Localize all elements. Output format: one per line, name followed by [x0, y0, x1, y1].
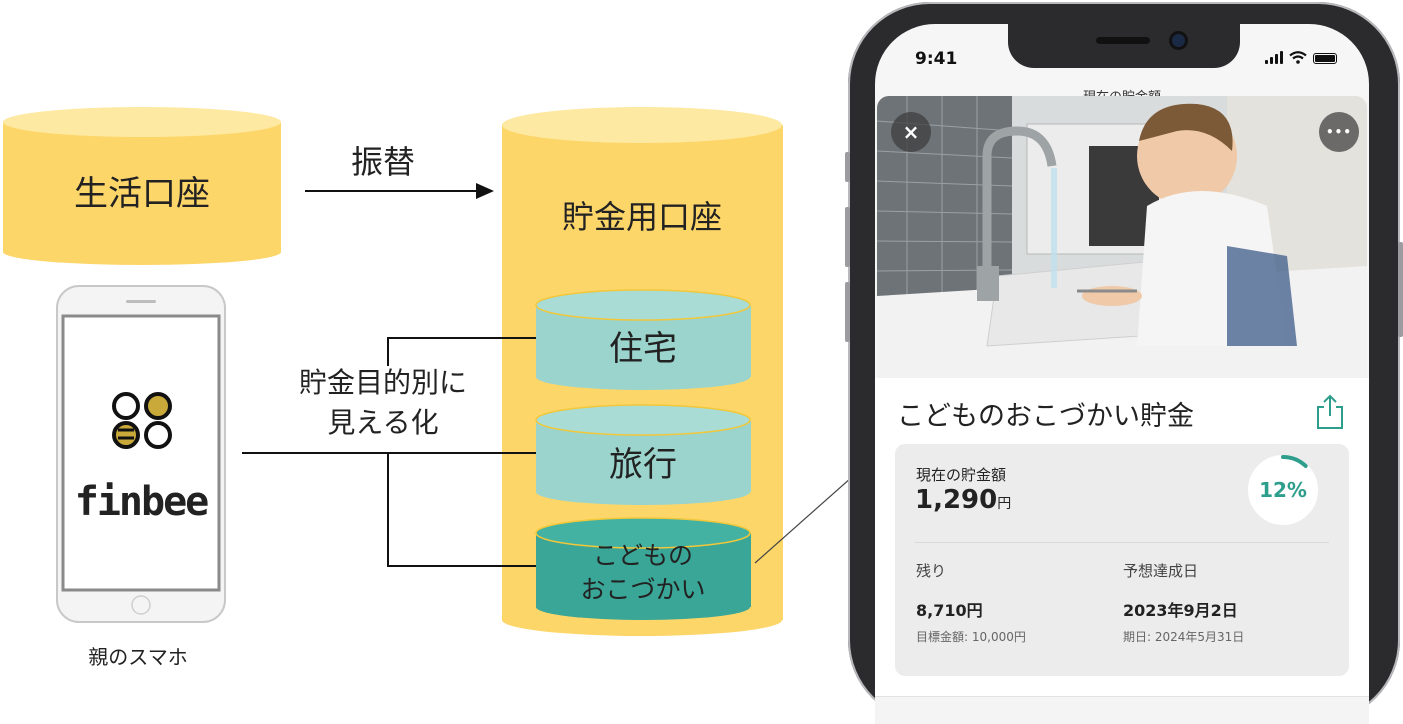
current-savings-label: 現在の貯金額 [916, 466, 1007, 484]
visualize-label-2: 見える化 [327, 406, 438, 439]
visualize-label-1: 貯金目的別に [299, 366, 467, 399]
more-options-button[interactable]: ••• [1319, 112, 1359, 152]
parent-phone-caption: 親のスマホ [88, 645, 187, 669]
forecast-label: 予想達成日 [1123, 562, 1199, 580]
share-icon[interactable] [1315, 394, 1345, 430]
transfer-label: 振替 [351, 143, 415, 181]
wifi-icon [1289, 51, 1307, 64]
target-amount: 目標金額: 10,000円 [916, 630, 1026, 644]
phone-screen: 9:41 現在の貯金額 [875, 24, 1369, 724]
finbee-logo-icon [112, 392, 172, 449]
pot-housing: 住宅 [535, 289, 751, 390]
smartphone-mockup: 9:41 現在の貯金額 [845, 2, 1403, 724]
card-divider [915, 542, 1329, 543]
current-savings-amount: 1,290円 [915, 485, 1011, 515]
goal-title: こどものおこづかい貯金 [897, 401, 1194, 432]
flow-diagram: 生活口座 振替 貯金用口座 住宅 旅行 こどもの おこづかい [3, 107, 850, 669]
mute-switch [845, 152, 850, 182]
deadline-date: 期日: 2024年5月31日 [1123, 630, 1245, 644]
front-camera [1172, 34, 1185, 47]
status-icons [1265, 51, 1337, 64]
kitchen-photo-image [877, 96, 1367, 378]
pot-travel: 旅行 [535, 404, 751, 505]
volume-up-button [845, 207, 850, 267]
current-amount-value: 1,290 [915, 485, 998, 515]
living-account-cylinder: 生活口座 [3, 107, 281, 265]
remaining-label: 残り [916, 562, 947, 580]
progress-text: 12% [1259, 478, 1307, 502]
savings-info-card: 現在の貯金額 1,290円 12% 残り 8,710円 目標金額: 10,000… [895, 444, 1349, 676]
remaining-amount: 8,710円 [916, 601, 983, 620]
pot-kids-allowance: こどもの おこづかい [535, 517, 751, 620]
status-time: 9:41 [915, 49, 958, 69]
parent-phone: finbee [56, 285, 226, 623]
pot-kids-label-2: おこづかい [580, 575, 705, 604]
battery-icon [1313, 53, 1337, 64]
notch [1008, 24, 1240, 68]
finbee-logo-text: finbee [75, 479, 208, 525]
speaker [1096, 37, 1150, 44]
pot-travel-label: 旅行 [609, 445, 677, 485]
signal-icon [1265, 51, 1283, 64]
volume-down-button [845, 282, 850, 342]
currency-unit: 円 [997, 496, 1012, 512]
close-button[interactable]: × [891, 112, 931, 152]
goal-photo: × ••• [877, 96, 1367, 378]
forecast-date: 2023年9月2日 [1123, 601, 1238, 620]
pot-kids-label-1: こどもの [593, 541, 693, 570]
pot-housing-label: 住宅 [609, 329, 677, 369]
connector-lines [242, 337, 850, 567]
power-button [1398, 242, 1403, 337]
bottom-strip [875, 696, 1369, 724]
savings-account-label: 貯金用口座 [562, 198, 722, 236]
progress-ring: 12% [1248, 455, 1318, 525]
transfer-arrow: 振替 [305, 143, 494, 199]
goal-detail-panel: こどものおこづかい貯金 現在の貯金額 1,290円 12% 残り 8,71 [875, 378, 1369, 724]
living-account-label: 生活口座 [74, 174, 210, 214]
progress-arc [1248, 455, 1318, 525]
